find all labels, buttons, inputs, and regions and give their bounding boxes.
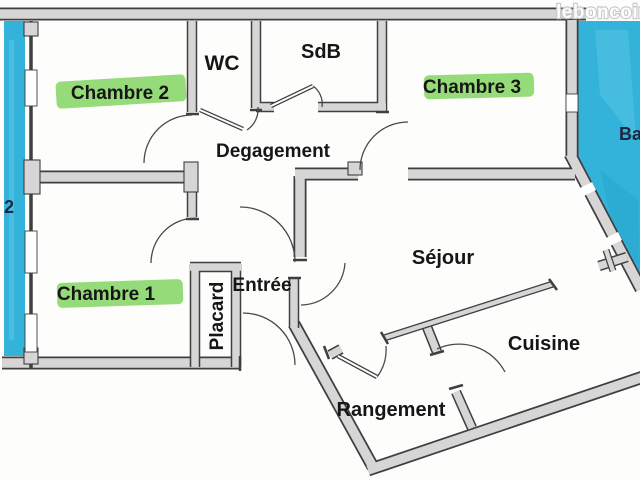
room-label-wc: WC — [205, 52, 240, 75]
walls-thick-fill — [0, 9, 640, 475]
wall-end-caps — [186, 108, 559, 391]
window-icon — [605, 231, 623, 247]
door-arc-cuisine — [436, 343, 506, 373]
room-label-chambre2: Chambre 2 — [71, 83, 169, 104]
balcony-left — [4, 21, 25, 356]
balcony-left-label: 2 — [4, 197, 14, 217]
walls-thin-fill — [383, 249, 616, 341]
door-arc-sdb — [312, 85, 323, 108]
door-leaf-rangement — [336, 354, 379, 379]
window-icon — [24, 230, 38, 274]
door-arc-chambre2 — [143, 114, 193, 164]
door-arc-chambre3 — [359, 121, 409, 171]
room-label-sdb: SdB — [301, 41, 341, 63]
window-icon — [565, 93, 579, 113]
balcony-right-streak — [595, 30, 636, 140]
window-icon — [24, 313, 38, 353]
door-leaf-sdb — [270, 83, 314, 109]
wall-nub — [183, 161, 199, 193]
highlight-chambre2 — [55, 74, 187, 109]
wall-nub — [23, 21, 39, 37]
room-label-entree: Entrée — [232, 275, 291, 296]
room-label-cuisine: Cuisine — [508, 333, 580, 355]
door-arc-rangement — [376, 345, 387, 378]
door-arc-entree-rangement — [242, 312, 296, 366]
room-label-placard: Placard — [207, 282, 228, 351]
highlight-chambre1 — [56, 279, 184, 308]
door-arc-chambre1 — [150, 217, 197, 264]
wall-notch — [347, 161, 363, 176]
balcony-right-label: Ba — [619, 124, 640, 144]
room-label-chambre1: Chambre 1 — [57, 284, 156, 305]
highlight-chambre3 — [423, 72, 535, 100]
balcony-left-streak — [9, 40, 14, 340]
balcony-right-shade — [600, 170, 640, 270]
watermark-leboncoin: leboncoin — [556, 2, 640, 23]
window-icon — [579, 181, 597, 197]
window-icon — [24, 69, 38, 107]
door-arc-degagement-entree — [239, 206, 296, 263]
room-label-sejour: Séjour — [412, 247, 474, 269]
door-arc-wc — [246, 106, 259, 131]
balcony-right — [576, 21, 640, 285]
wall-nub — [23, 159, 41, 195]
door-leaf-wc — [199, 107, 244, 132]
room-label-rangement: Rangement — [337, 399, 446, 421]
room-label-chambre3: Chambre 3 — [423, 77, 521, 98]
room-label-degagement: Degagement — [216, 141, 331, 162]
door-arc-sejour — [300, 262, 346, 306]
